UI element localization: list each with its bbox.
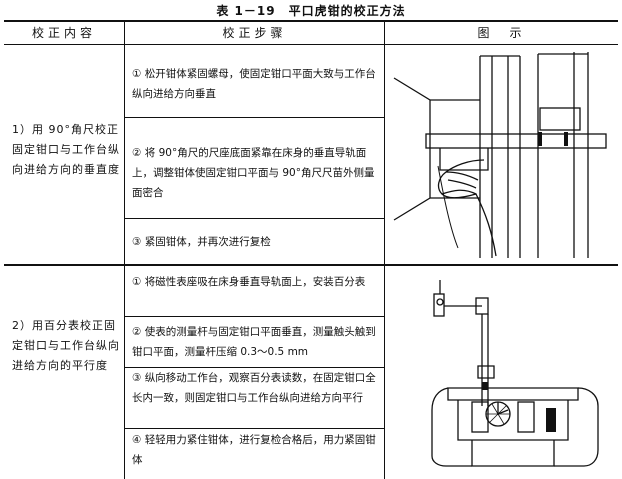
step-cell: ③ 紧固钳体，并再次进行复检 bbox=[132, 236, 271, 248]
header-rule bbox=[4, 44, 618, 45]
step-divider bbox=[124, 428, 384, 429]
header-steps: 校正步骤 bbox=[222, 26, 287, 40]
table-caption: 表 1－19 平口虎钳的校正方法 bbox=[216, 4, 406, 18]
method-cell: 2）用百分表校正固定钳口与工作台纵向进给方向的平行度 bbox=[12, 319, 120, 372]
header-figure: 图 示 bbox=[477, 26, 526, 40]
top-rule bbox=[4, 20, 618, 22]
try-square-figure bbox=[393, 52, 607, 258]
step-divider bbox=[124, 218, 384, 219]
step-divider bbox=[124, 367, 384, 368]
col-divider-2 bbox=[384, 20, 385, 479]
row-divider bbox=[4, 264, 618, 266]
step-cell: ① 将磁性表座吸在床身垂直导轨面上，安装百分表 bbox=[132, 276, 366, 288]
step-cell: ② 将 90°角尺的尺座底面紧靠在床身的垂直导轨面上，调整钳体使固定钳口平面与 … bbox=[132, 147, 375, 199]
step-cell: ③ 纵向移动工作台，观察百分表读数，在固定钳口全长内一致，则固定钳口与工作台纵向… bbox=[132, 372, 376, 404]
step-divider bbox=[124, 316, 384, 317]
step-cell: ② 使表的测量杆与固定钳口平面垂直，测量触头触到钳口平面，测量杆压缩 0.3～0… bbox=[132, 326, 376, 358]
step-cell: ① 松开钳体紧固螺母，使固定钳口平面大致与工作台纵向进给方向垂直 bbox=[132, 68, 376, 100]
header-content: 校正内容 bbox=[31, 26, 96, 40]
step-cell: ④ 轻轻用力紧住钳体，进行复检合格后，用力紧固钳体 bbox=[132, 434, 376, 466]
step-divider bbox=[124, 117, 384, 118]
dial-indicator-figure bbox=[431, 280, 599, 467]
col-divider-1 bbox=[124, 20, 125, 479]
method-cell: 1）用 90°角尺校正固定钳口与工作台纵向进给方向的垂直度 bbox=[12, 123, 120, 176]
